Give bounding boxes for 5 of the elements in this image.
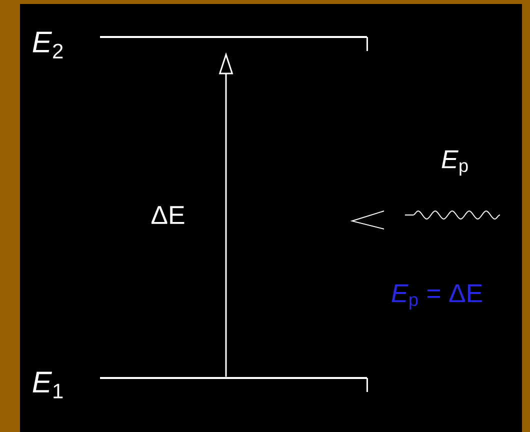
formula-label: E$_{p}$ = ΔE	[392, 284, 482, 310]
level-label: E$_{1}$	[32, 372, 63, 398]
edge-label: ΔE	[150, 205, 186, 225]
level-label: E$_{2}$	[32, 32, 63, 58]
formula-label: E$_{p}$	[442, 150, 468, 176]
